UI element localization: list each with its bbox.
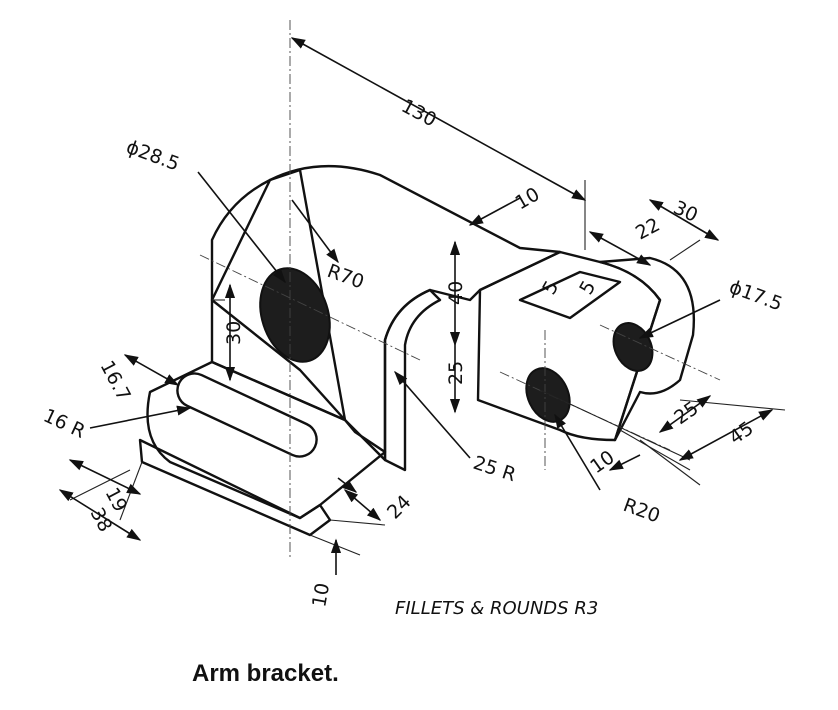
- dim-30-upright-label: 30: [223, 321, 245, 345]
- dim-r20-label: R20: [620, 494, 663, 527]
- base-slot: [176, 372, 318, 458]
- dim-r20-leader: [554, 413, 601, 491]
- dim-r70-label: R70: [324, 260, 367, 293]
- dim-45-label: 45: [725, 417, 757, 449]
- dim-25-label: 25: [445, 361, 467, 385]
- dim-r70-leader: [291, 199, 339, 264]
- dim-10-base-label: 10: [308, 581, 334, 609]
- dim-5-base-line: [337, 477, 358, 493]
- dim-phi17-label: ϕ17.5: [726, 276, 785, 315]
- dim-phi17-leader: [638, 299, 721, 339]
- dim-slot-5b-label: 5: [575, 277, 600, 298]
- dim-167-line: [123, 354, 180, 386]
- dim-10-arm-label: 10: [512, 183, 544, 214]
- figure-caption: Arm bracket.: [192, 660, 339, 687]
- dim-10-arm-line: [468, 197, 521, 226]
- dim-19-line: [68, 459, 142, 495]
- dim-24-line: [343, 489, 382, 521]
- dim-22-label: 22: [632, 214, 664, 245]
- dim-16r-label: 16 R: [40, 405, 89, 443]
- dim-45-line: [678, 409, 774, 461]
- dimension-lines: [58, 37, 774, 575]
- clevis-side: [598, 256, 696, 442]
- dimension-labels: 130 ϕ28.5 R70 10 40 25 25 R 30 30 22 ϕ17…: [40, 95, 785, 609]
- fillets-note: FILLETS & ROUNDS R3: [395, 598, 598, 619]
- base-plate-front: [138, 438, 332, 537]
- dim-30-clevis-label: 30: [670, 197, 701, 227]
- dim-30-clevis-line: [648, 199, 720, 241]
- dim-24-label: 24: [383, 491, 416, 524]
- dim-16r-leader: [89, 405, 192, 429]
- center-lines: [199, 20, 721, 560]
- dim-phi28-label: ϕ28.5: [123, 136, 182, 175]
- dim-25r-leader: [394, 370, 471, 459]
- dim-10-clevis-line: [608, 454, 641, 471]
- dim-167-label: 16.7: [96, 357, 135, 405]
- bracket-body: [138, 164, 696, 537]
- dim-130-label: 130: [398, 95, 440, 131]
- dim-40-label: 40: [445, 281, 467, 305]
- dim-10-clevis-label: 10: [586, 446, 618, 478]
- dim-130-line: [290, 37, 587, 201]
- arm-side: [383, 288, 442, 472]
- dim-38-line: [58, 489, 142, 541]
- dim-22-line: [588, 231, 652, 266]
- dim-25r-label: 25 R: [470, 452, 518, 486]
- extension-lines: [69, 180, 786, 556]
- dim-phi28-leader: [197, 171, 286, 284]
- clevis-slot: [518, 270, 622, 320]
